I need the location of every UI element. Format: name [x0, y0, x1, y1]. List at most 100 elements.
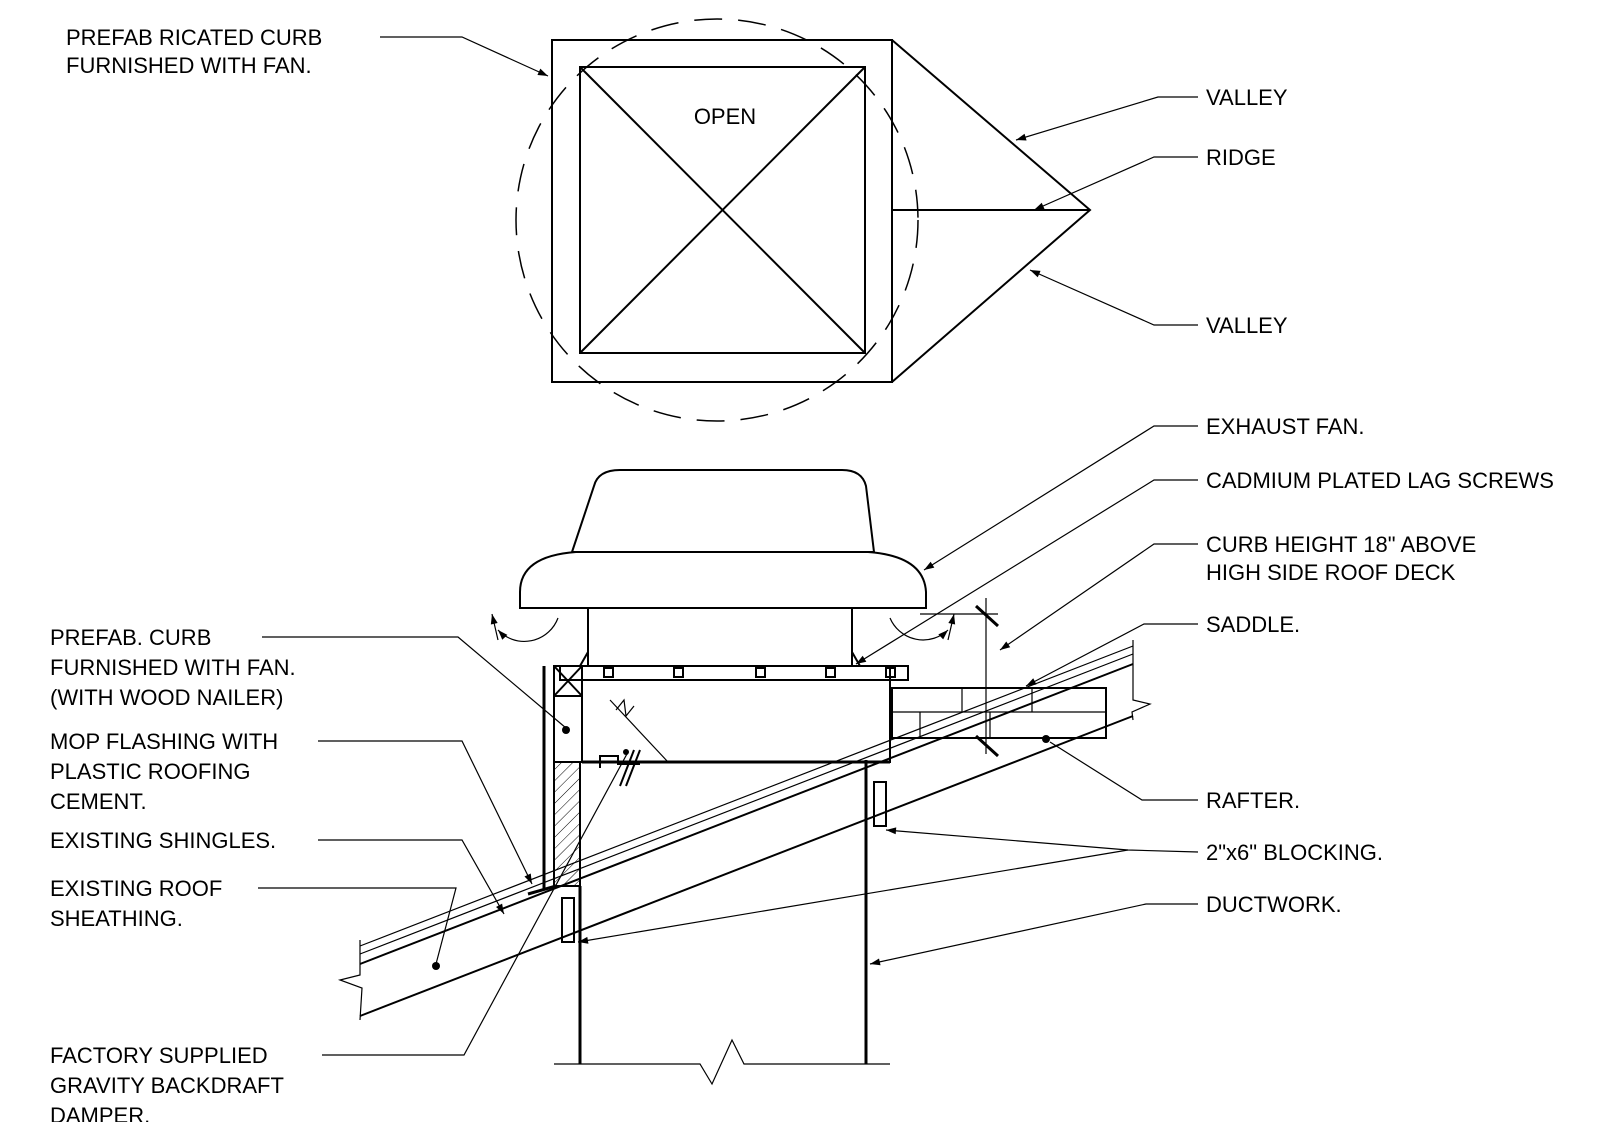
- airflow-arrow-left-curve: [497, 617, 559, 642]
- lag-screw-1: [603, 667, 614, 678]
- wood-nailer-x2: [553, 665, 583, 697]
- leader-plan-curb: [380, 36, 549, 77]
- rafter-bottom-line: [359, 715, 1134, 1017]
- damper-flap: [609, 699, 669, 763]
- leader-curb-height: [999, 543, 1198, 651]
- callout-ridge: RIDGE: [1206, 145, 1276, 170]
- rafter-marker-right: [1042, 735, 1050, 743]
- leader-ridge: [1033, 156, 1198, 211]
- callout-saddle-line-1: SADDLE.: [1206, 612, 1300, 637]
- leader-saddle: [1025, 623, 1198, 687]
- callout-roof-sheathing-line-1: EXISTING ROOF: [50, 876, 222, 901]
- lag-screw-5: [885, 667, 896, 678]
- callout-backdraft-damper-line-3: DAMPER.: [50, 1103, 150, 1122]
- leader-valley-top: [1015, 96, 1198, 141]
- callout-curb-height-line-2: HIGH SIDE ROOF DECK: [1206, 560, 1456, 585]
- leader-ductwork: [869, 903, 1198, 966]
- sheathing-line: [359, 653, 1134, 955]
- blocking-lower: [561, 897, 575, 943]
- callout-mop-flashing-line-3: CEMENT.: [50, 789, 147, 814]
- callout-mop-flashing: MOP FLASHING WITH PLASTIC ROOFING CEMENT.: [50, 729, 278, 814]
- lag-screw-3: [755, 667, 766, 678]
- fan-neck: [587, 607, 853, 667]
- callout-curb-height: CURB HEIGHT 18" ABOVE HIGH SIDE ROOF DECK: [1206, 532, 1476, 585]
- callout-exhaust-fan-line-1: EXHAUST FAN.: [1206, 414, 1365, 439]
- leader-blocking-upper: [885, 827, 1199, 853]
- callout-saddle: SADDLE.: [1206, 612, 1300, 637]
- callout-backdraft-damper: FACTORY SUPPLIED GRAVITY BACKDRAFT DAMPER.: [50, 1043, 284, 1122]
- callout-valley-top-line-1: VALLEY: [1206, 85, 1288, 110]
- callout-valley-bottom: VALLEY: [1206, 313, 1288, 338]
- damper-blade-2: [625, 749, 641, 787]
- fan-hood-skirt: [519, 551, 927, 609]
- leader-lines: [258, 36, 1199, 1056]
- leader-blocking-lower: [577, 849, 1129, 944]
- dimension-tick-bottom: [974, 734, 1000, 758]
- nailer-fastener: [562, 726, 570, 734]
- callout-labels: PREFAB RICATED CURB FURNISHED WITH FAN. V…: [50, 25, 1554, 1122]
- callout-plan-curb: PREFAB RICATED CURB FURNISHED WITH FAN.: [66, 25, 322, 78]
- blocking-upper: [873, 781, 887, 827]
- callout-curb-height-line-1: CURB HEIGHT 18" ABOVE: [1206, 532, 1476, 557]
- callout-existing-shingles-line-1: EXISTING SHINGLES.: [50, 828, 276, 853]
- callout-mop-flashing-line-1: MOP FLASHING WITH: [50, 729, 278, 754]
- leader-mop-flashing: [318, 740, 533, 885]
- open-label: OPEN: [694, 104, 756, 129]
- damper-bracket: [599, 755, 640, 768]
- rafter-top-line: [359, 663, 1134, 965]
- callout-backdraft-damper-line-1: FACTORY SUPPLIED: [50, 1043, 268, 1068]
- callout-rafter: RAFTER.: [1206, 788, 1300, 813]
- callout-prefab-curb-nailer-line-1: PREFAB. CURB: [50, 625, 211, 650]
- ductwork-break-line: [554, 1038, 890, 1086]
- leader-exhaust-fan: [923, 425, 1198, 571]
- callout-blocking: 2"x6" BLOCKING.: [1206, 840, 1383, 865]
- leader-valley-bottom: [1029, 269, 1198, 326]
- leader-rafter: [1049, 741, 1198, 801]
- callout-mop-flashing-line-2: PLASTIC ROOFING: [50, 759, 250, 784]
- leader-lag-screws: [855, 479, 1198, 665]
- callout-rafter-line-1: RAFTER.: [1206, 788, 1300, 813]
- callout-prefab-curb-nailer-line-3: (WITH WOOD NAILER): [50, 685, 283, 710]
- callout-exhaust-fan: EXHAUST FAN.: [1206, 414, 1365, 439]
- callout-valley-top: VALLEY: [1206, 85, 1288, 110]
- callout-blocking-line-1: 2"x6" BLOCKING.: [1206, 840, 1383, 865]
- lag-screw-4: [825, 667, 836, 678]
- callout-lag-screws-line-1: CADMIUM PLATED LAG SCREWS: [1206, 468, 1554, 493]
- damper-zigzag: [615, 698, 635, 718]
- leader-backdraft-damper: [322, 751, 629, 1056]
- callout-existing-shingles: EXISTING SHINGLES.: [50, 828, 276, 853]
- shingles-line: [359, 645, 1134, 947]
- airflow-arrow-right-up: [947, 613, 956, 641]
- callout-lag-screws: CADMIUM PLATED LAG SCREWS: [1206, 468, 1554, 493]
- damper-blade-1: [619, 749, 635, 787]
- lag-screw-2: [673, 667, 684, 678]
- opening-diagonal-2: [579, 66, 866, 354]
- fan-hood-dome: [570, 469, 876, 553]
- saddle-body: [891, 687, 1107, 739]
- callout-valley-bottom-line-1: VALLEY: [1206, 313, 1288, 338]
- open-label-mask: [680, 100, 770, 132]
- leader-existing-shingles: [318, 839, 505, 915]
- callout-backdraft-damper-line-2: GRAVITY BACKDRAFT: [50, 1073, 284, 1098]
- callout-ridge-line-1: RIDGE: [1206, 145, 1276, 170]
- sheathing-marker-left: [432, 962, 440, 970]
- leader-roof-sheathing: [258, 887, 457, 965]
- fan-base-taper: [578, 651, 862, 667]
- curb-opening: [579, 66, 866, 354]
- callout-plan-curb-line-2: FURNISHED WITH FAN.: [66, 53, 312, 78]
- callout-plan-curb-line-1: PREFAB RICATED CURB: [66, 25, 322, 50]
- mop-flashing-lip: [527, 884, 557, 896]
- rafter-left-break: [337, 940, 363, 1021]
- callout-ductwork: DUCTWORK.: [1206, 892, 1342, 917]
- curb-wall-hatched: [553, 761, 581, 887]
- damper-pivot: [623, 749, 629, 755]
- fan-outline-circle: [515, 18, 919, 422]
- airflow-arrow-left-up: [490, 613, 499, 641]
- airflow-arrow-right-curve: [889, 617, 949, 641]
- section-view: [337, 469, 1152, 1086]
- plan-view: OPEN: [515, 18, 1092, 422]
- leader-prefab-curb-nailer: [262, 636, 567, 729]
